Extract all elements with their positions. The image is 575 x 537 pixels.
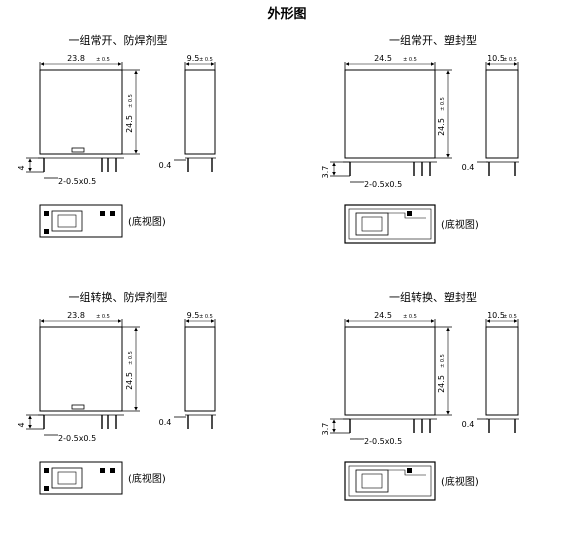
height-label: 24.5 bbox=[125, 115, 134, 133]
panel-2: 一组常开、塑封型 24.5 ± 0.5 24.5 ± 0.5 3.7 2-0.5x0.5 10… bbox=[321, 33, 519, 244]
bottom-view-body bbox=[344, 204, 436, 244]
bottom-view-inner-rim bbox=[348, 208, 432, 240]
page-title: 外形图 bbox=[266, 6, 306, 22]
side-width-tolerance: ± 0.5 bbox=[199, 314, 213, 320]
side-view-body bbox=[485, 326, 519, 416]
front-width-tolerance: ± 0.5 bbox=[96, 57, 110, 63]
side-width-label: 9.5 bbox=[187, 54, 200, 63]
bottom-view-body bbox=[344, 461, 436, 501]
front-view-body bbox=[344, 69, 436, 159]
bottom-view-pin-4 bbox=[110, 468, 115, 473]
side-view-body bbox=[485, 69, 519, 159]
pin-size-label: 2-0.5x0.5 bbox=[364, 437, 402, 446]
side-width-label: 10.5 bbox=[487, 311, 505, 320]
bottom-view-pin-4 bbox=[110, 211, 115, 216]
front-width-label: 23.8 bbox=[67, 54, 85, 63]
panel-3: 一组转换、防焊剂型 23.8 ± 0.5 24.5 ± 0.5 4 2-0.5x0.5 9.5… bbox=[17, 290, 216, 495]
side-width-label: 10.5 bbox=[487, 54, 505, 63]
height-label: 24.5 bbox=[437, 118, 446, 136]
front-width-label: 24.5 bbox=[374, 54, 392, 63]
side-width-tolerance: ± 0.5 bbox=[503, 314, 517, 320]
front-view-tab bbox=[71, 404, 85, 410]
side-width-tolerance: ± 0.5 bbox=[199, 57, 213, 63]
bottom-view-caption: (底视图) bbox=[441, 218, 479, 231]
panel-title: 一组转换、塑封型 bbox=[389, 290, 477, 304]
front-width-tolerance: ± 0.5 bbox=[403, 57, 417, 63]
panel-title: 一组转换、防焊剂型 bbox=[69, 290, 168, 304]
bottom-view-coil-area bbox=[51, 467, 83, 489]
height-tolerance: ± 0.5 bbox=[128, 94, 134, 108]
pin-size-label: 2-0.5x0.5 bbox=[364, 180, 402, 189]
bottom-view-body bbox=[39, 204, 123, 238]
bottom-view-caption: (底视图) bbox=[441, 475, 479, 488]
pin-length-label: 3.7 bbox=[321, 166, 330, 179]
bottom-view-pin-2 bbox=[44, 486, 49, 491]
bottom-view-pin-3 bbox=[100, 211, 105, 216]
side-view-body bbox=[184, 326, 216, 412]
bottom-view-coil-area bbox=[51, 210, 83, 232]
panel-4: 一组转换、塑封型 24.5 ± 0.5 24.5 ± 0.5 3.7 2-0.5x0.5 10… bbox=[321, 290, 519, 501]
bottom-view-pin-1 bbox=[44, 468, 49, 473]
bottom-view-coil-area bbox=[355, 469, 389, 493]
bottom-view-coil-inner bbox=[57, 471, 77, 485]
front-view-body bbox=[344, 326, 436, 416]
front-view-body bbox=[39, 326, 123, 412]
side-width-label: 9.5 bbox=[187, 311, 200, 320]
bottom-view-pin-1 bbox=[407, 468, 412, 473]
front-width-label: 24.5 bbox=[374, 311, 392, 320]
bottom-view-coil-inner bbox=[361, 216, 383, 232]
height-label: 24.5 bbox=[125, 372, 134, 390]
pin-length-label: 4 bbox=[17, 165, 26, 170]
height-label: 24.5 bbox=[437, 375, 446, 393]
panel-title: 一组常开、塑封型 bbox=[389, 33, 477, 47]
panel-title: 一组常开、防焊剂型 bbox=[69, 33, 168, 47]
front-width-tolerance: ± 0.5 bbox=[96, 314, 110, 320]
front-width-tolerance: ± 0.5 bbox=[403, 314, 417, 320]
bottom-view-pin-3 bbox=[100, 468, 105, 473]
height-tolerance: ± 0.5 bbox=[440, 354, 446, 368]
bottom-view-caption: (底视图) bbox=[128, 472, 166, 485]
bottom-view-coil-inner bbox=[57, 214, 77, 228]
bottom-view-pin-1 bbox=[44, 211, 49, 216]
bottom-view-caption: (底视图) bbox=[128, 215, 166, 228]
bottom-view-coil-area bbox=[355, 212, 389, 236]
front-view-tab bbox=[71, 147, 85, 153]
pin-length-label: 3.7 bbox=[321, 423, 330, 436]
side-view-body bbox=[184, 69, 216, 155]
bottom-view-inner-rim bbox=[348, 465, 432, 497]
bottom-view-contact-path bbox=[388, 469, 426, 476]
height-tolerance: ± 0.5 bbox=[440, 97, 446, 111]
side-pin-label: 0.4 bbox=[159, 161, 172, 170]
bottom-view-pin-1 bbox=[407, 211, 412, 216]
front-view-body bbox=[39, 69, 123, 155]
pin-size-label: 2-0.5x0.5 bbox=[58, 177, 96, 186]
side-pin-label: 0.4 bbox=[462, 163, 475, 172]
pin-length-label: 4 bbox=[17, 422, 26, 427]
height-tolerance: ± 0.5 bbox=[128, 351, 134, 365]
bottom-view-coil-inner bbox=[361, 473, 383, 489]
panel-1: 一组常开、防焊剂型 23.8 ± 0.5 24.5 ± 0.5 4 2-0.5x0.5 9.5… bbox=[17, 33, 216, 238]
side-width-tolerance: ± 0.5 bbox=[503, 57, 517, 63]
bottom-view-body bbox=[39, 461, 123, 495]
bottom-view-pin-2 bbox=[44, 229, 49, 234]
pin-size-label: 2-0.5x0.5 bbox=[58, 434, 96, 443]
front-width-label: 23.8 bbox=[67, 311, 85, 320]
side-pin-label: 0.4 bbox=[462, 420, 475, 429]
bottom-view-contact-path bbox=[388, 212, 426, 219]
side-pin-label: 0.4 bbox=[159, 418, 172, 427]
